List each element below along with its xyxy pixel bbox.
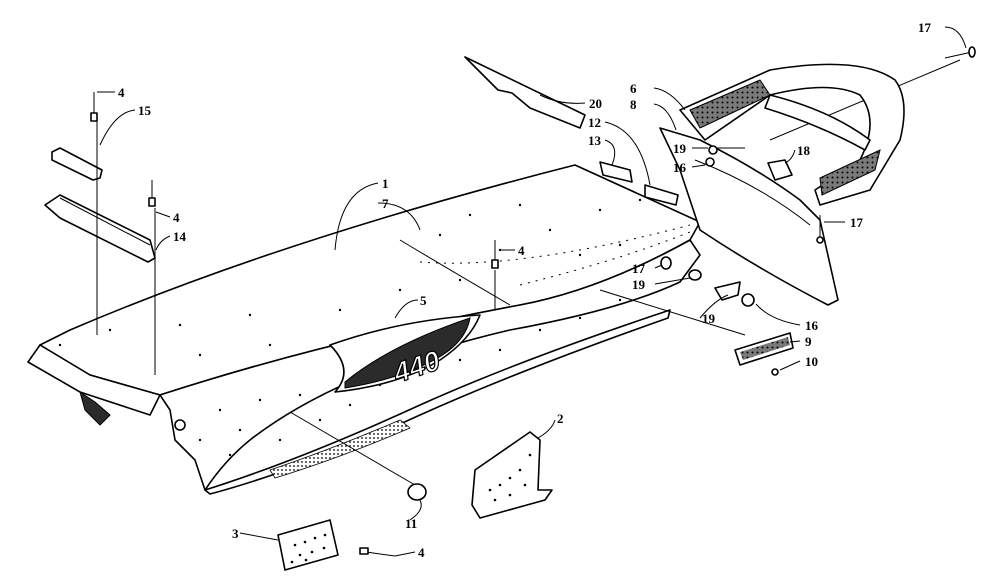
callout-18-bracket: 18 <box>797 143 811 158</box>
tunnel-seam <box>399 239 511 306</box>
callout-11-plug: 11 <box>405 516 417 531</box>
rear-bumper <box>659 63 905 306</box>
callout-2-plate: 2 <box>557 411 564 426</box>
callout-17-bolt-rear: 17 <box>632 261 646 276</box>
callout-17-screw: 17 <box>850 215 864 230</box>
screw-10 <box>771 368 779 376</box>
tunnel-rivet-dots <box>58 198 642 457</box>
bracket-14 <box>44 194 156 263</box>
callout-4-rivet-bottom: 4 <box>418 545 425 560</box>
washer-19 <box>714 281 741 301</box>
bumper-flap <box>659 127 839 306</box>
side-plates <box>277 431 553 571</box>
callout-19-washer: 19 <box>673 141 687 156</box>
callout-4-rivet-mid: 4 <box>173 210 180 225</box>
tunnel-rear-rivets <box>519 231 691 286</box>
hardware <box>660 46 976 376</box>
callout-19-washer-rear: 19 <box>632 277 646 292</box>
tunnel-grip-strip <box>269 419 411 479</box>
callout-4-rivet-tunnel: 4 <box>518 243 525 258</box>
callout-4-rivet-top: 4 <box>118 85 125 100</box>
callout-1-tunnel: 1 <box>382 176 389 191</box>
bumper-crossbar <box>764 94 871 151</box>
callout-12-decal: 12 <box>588 115 601 130</box>
callout-13-decal: 13 <box>588 133 602 148</box>
bumper-grip-right <box>819 149 881 196</box>
decal-swoosh <box>344 317 471 389</box>
plate-3 <box>277 519 339 571</box>
callout-17-bolt: 17 <box>918 20 932 35</box>
callout-16-nut: 16 <box>673 160 687 175</box>
callout-3-plate: 3 <box>232 526 239 541</box>
plug-11 <box>407 483 427 501</box>
decal-440: 440 <box>329 314 481 393</box>
nut-16 <box>741 293 755 307</box>
decal-20 <box>464 56 586 129</box>
front-brackets <box>44 147 156 263</box>
callout-14-bracket: 14 <box>173 229 187 244</box>
callout-7-tunnel: 7 <box>382 196 389 211</box>
callout-16-nut-lower: 16 <box>805 318 819 333</box>
callout-10-screw: 10 <box>805 354 818 369</box>
callout-labels: 17 6 8 20 12 13 19 16 18 17 4 15 4 14 1 … <box>118 20 932 560</box>
tunnel-assembly <box>27 164 701 495</box>
decal-13 <box>599 161 633 183</box>
leader-lines <box>96 59 961 486</box>
callout-5-decal: 5 <box>420 293 427 308</box>
callout-leaders <box>97 26 967 557</box>
callout-8-grip: 8 <box>630 97 637 112</box>
decal-12 <box>644 184 679 206</box>
bumper-grip-left <box>689 79 771 129</box>
bracket-15 <box>51 147 103 181</box>
tunnel-front-bracket <box>79 390 111 426</box>
plate-2 <box>471 431 553 519</box>
callout-6-bumper: 6 <box>630 81 637 96</box>
rear-decals <box>464 56 679 206</box>
tunnel-side-hole <box>174 419 186 431</box>
callout-20-decal: 20 <box>589 96 602 111</box>
callout-19-washer-lower: 19 <box>702 311 716 326</box>
rivet-pins <box>90 92 499 557</box>
callout-15-bracket: 15 <box>138 103 152 118</box>
callout-9-reflector: 9 <box>805 334 812 349</box>
bracket-18 <box>767 159 793 181</box>
